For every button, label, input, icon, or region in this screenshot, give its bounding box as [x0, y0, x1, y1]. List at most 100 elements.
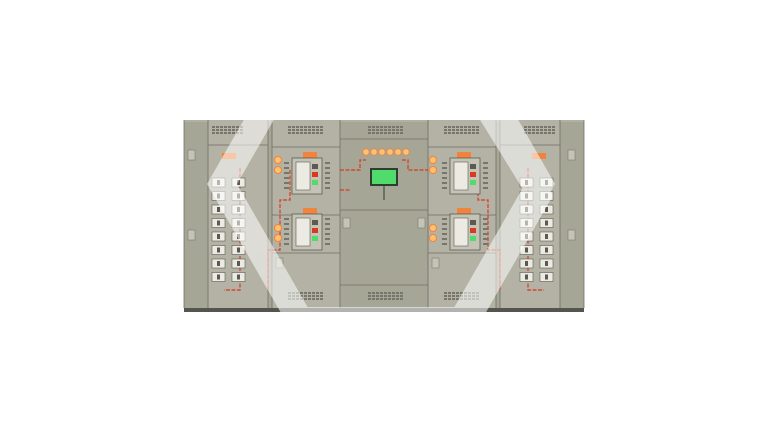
cabinet-section: [268, 120, 272, 308]
vent-slot: [400, 132, 403, 134]
vent-slot: [483, 238, 488, 240]
vent-slot: [483, 233, 488, 235]
vent-slot: [376, 126, 379, 128]
vent-slot: [224, 126, 227, 128]
label-tag: [457, 152, 471, 158]
breaker-handle: [217, 234, 220, 239]
vent-slot: [325, 162, 330, 164]
feeder-breaker-right: [539, 258, 554, 269]
breaker-handle: [217, 207, 220, 212]
vent-slot: [452, 126, 455, 128]
vent-slot: [316, 132, 319, 134]
vent-slot: [464, 126, 467, 128]
feeder-breaker-right: [539, 218, 554, 228]
vent-grille: [368, 126, 403, 134]
vent-slot: [372, 298, 375, 300]
vent-slot: [460, 126, 463, 128]
vent-slot: [400, 126, 403, 128]
vent-slot: [304, 298, 307, 300]
vent-slot: [376, 298, 379, 300]
vent-slot: [468, 126, 471, 128]
feeder-breaker-right: [519, 258, 534, 269]
vent-slot: [308, 132, 311, 134]
breaker-button: [312, 236, 318, 241]
vent-slot: [444, 298, 447, 300]
main-breaker: [284, 157, 330, 195]
vent-slot: [320, 129, 323, 131]
breaker-button: [312, 228, 318, 233]
vent-slot: [368, 295, 371, 297]
vent-slot: [212, 129, 215, 131]
vent-slot: [284, 172, 289, 174]
vent-slot: [325, 172, 330, 174]
vent-grille: [368, 292, 403, 300]
vent-slot: [232, 126, 235, 128]
vent-slot: [524, 129, 527, 131]
indicator-lamp-icon: [274, 156, 282, 164]
vent-slot: [483, 218, 488, 220]
main-breaker: [442, 157, 488, 195]
vent-slot: [548, 126, 551, 128]
vent-slot: [468, 129, 471, 131]
vent-slot: [368, 132, 371, 134]
vent-slot: [300, 295, 303, 297]
vent-slot: [236, 126, 239, 128]
vent-slot: [452, 295, 455, 297]
vent-slot: [452, 132, 455, 134]
vent-slot: [304, 132, 307, 134]
vent-slot: [396, 129, 399, 131]
vent-slot: [380, 295, 383, 297]
vent-slot: [442, 182, 447, 184]
breaker-handle: [525, 247, 528, 253]
breaker-handle: [545, 274, 548, 280]
vent-slot: [296, 132, 299, 134]
vent-slot: [220, 126, 223, 128]
vent-slot: [220, 132, 223, 134]
feeder-breaker-left: [211, 258, 226, 269]
indicator-lamp-icon: [395, 149, 401, 155]
vent-slot: [325, 177, 330, 179]
vent-slot: [236, 129, 239, 131]
wiring-path: [402, 159, 428, 171]
vent-slot: [528, 126, 531, 128]
vent-slot: [552, 132, 555, 134]
hmi-display-icon: [372, 170, 396, 184]
vent-slot: [308, 298, 311, 300]
vent-slot: [320, 132, 323, 134]
vent-slot: [304, 126, 307, 128]
vent-slot: [396, 298, 399, 300]
vent-slot: [288, 129, 291, 131]
vent-slot: [316, 292, 319, 294]
breaker-handle: [545, 261, 548, 266]
vent-slot: [548, 129, 551, 131]
side-plate: [187, 149, 196, 161]
vent-slot: [544, 126, 547, 128]
vent-slot: [448, 129, 451, 131]
breaker-handle: [217, 220, 220, 226]
vent-slot: [392, 129, 395, 131]
feeder-breaker-right: [539, 272, 554, 282]
vent-slot: [320, 292, 323, 294]
vent-slot: [456, 129, 459, 131]
vent-slot: [300, 292, 303, 294]
vent-slot: [380, 292, 383, 294]
vent-slot: [368, 129, 371, 131]
vent-slot: [384, 132, 387, 134]
indicator-lamp-icon: [371, 149, 377, 155]
vent-slot: [232, 129, 235, 131]
breaker-handle: [237, 180, 240, 185]
vent-slot: [380, 129, 383, 131]
vent-slot: [325, 218, 330, 220]
access-plate: [417, 217, 426, 229]
indicator-lamp-icon: [274, 224, 282, 232]
vent-slot: [442, 172, 447, 174]
vent-slot: [452, 129, 455, 131]
vent-slot: [220, 129, 223, 131]
vent-slot: [392, 126, 395, 128]
breaker-button: [470, 172, 476, 177]
indicator-lamp-icon: [379, 149, 385, 155]
vent-slot: [483, 243, 488, 245]
indicator-lamp-icon: [429, 166, 437, 174]
vent-slot: [448, 126, 451, 128]
